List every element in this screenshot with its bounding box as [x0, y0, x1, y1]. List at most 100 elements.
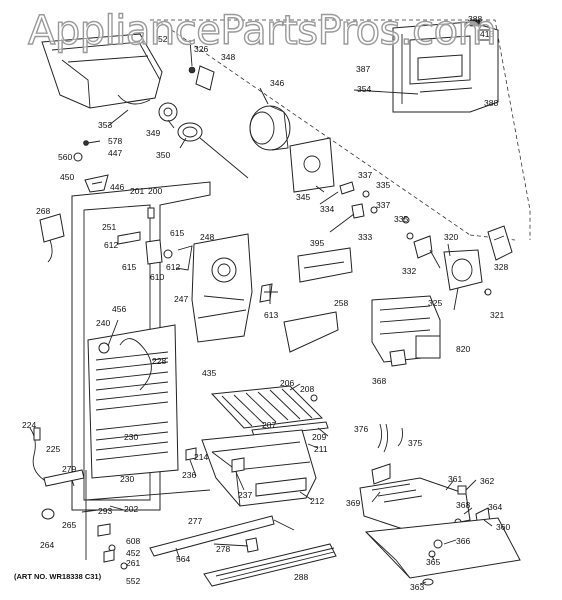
crisper-pan — [185, 429, 317, 507]
part-label-613: 613 — [264, 310, 278, 320]
part-label-335: 335 — [376, 180, 390, 190]
part-label-240: 240 — [96, 318, 110, 328]
part-label-446: 446 — [110, 182, 124, 192]
wire-harness — [377, 423, 403, 453]
part-labels: 5232634838738838841335434635334935057844… — [22, 14, 510, 592]
part-label-230: 230 — [120, 474, 134, 484]
ice-bucket — [41, 33, 163, 109]
part-label-279: 279 — [62, 464, 76, 474]
part-label-225: 225 — [46, 444, 60, 454]
auger-motor — [249, 105, 291, 151]
part-label-612: 612 — [166, 262, 180, 272]
dispenser-door — [392, 19, 499, 113]
part-label-277: 277 — [188, 516, 202, 526]
part-label-228: 228 — [152, 356, 166, 366]
part-label-261: 261 — [126, 558, 140, 568]
part-label-350: 350 — [156, 150, 170, 160]
part-label-363: 363 — [410, 582, 424, 592]
part-label-564: 564 — [176, 554, 190, 564]
part-label-450: 450 — [60, 172, 74, 182]
part-label-230: 230 — [124, 432, 138, 442]
part-label-212: 212 — [310, 496, 324, 506]
ice-maker — [371, 225, 513, 367]
part-label-560: 560 — [58, 152, 72, 162]
part-label-211: 211 — [314, 444, 328, 454]
part-label-387: 387 — [356, 64, 370, 74]
part-label-368: 368 — [456, 500, 470, 510]
part-label-608: 608 — [126, 536, 140, 546]
part-label-206: 206 — [280, 378, 294, 388]
part-label-348: 348 — [221, 52, 235, 62]
part-label-208: 208 — [300, 384, 314, 394]
part-label-369: 369 — [346, 498, 360, 508]
part-label-452: 452 — [126, 548, 140, 558]
part-label-349: 349 — [146, 128, 160, 138]
part-label-368: 368 — [372, 376, 386, 386]
part-label-332: 332 — [402, 266, 416, 276]
part-label-388: 388 — [484, 98, 498, 108]
part-label-337: 337 — [376, 200, 390, 210]
part-label-820: 820 — [456, 344, 470, 354]
small-fasteners — [73, 140, 109, 193]
part-label-337: 337 — [358, 170, 372, 180]
part-label-366: 366 — [456, 536, 470, 546]
wires-left — [29, 213, 65, 481]
part-label-447: 447 — [108, 148, 122, 158]
part-label-328: 328 — [494, 262, 508, 272]
part-label-375: 375 — [408, 438, 422, 448]
part-label-258: 258 — [334, 298, 348, 308]
part-label-364: 364 — [488, 502, 502, 512]
part-label-268: 268 — [36, 206, 50, 216]
part-label-251: 251 — [102, 222, 116, 232]
fan-shroud — [191, 233, 278, 343]
part-label-334: 334 — [320, 204, 334, 214]
auger-parts — [158, 65, 249, 179]
part-label-361: 361 — [448, 474, 462, 484]
part-label-265: 265 — [62, 520, 76, 530]
part-label-224: 224 — [22, 420, 36, 430]
evaporator — [87, 324, 179, 479]
brackets — [117, 207, 193, 271]
part-label-264: 264 — [40, 540, 54, 550]
leader-lines — [71, 39, 493, 585]
part-label-325: 325 — [428, 298, 442, 308]
part-label-321: 321 — [490, 310, 504, 320]
art-number: (ART NO. WR18338 C31) — [14, 572, 102, 581]
watermark: AppliancePartsPros.com — [27, 7, 497, 54]
part-label-335: 335 — [394, 214, 408, 224]
part-label-237: 237 — [238, 490, 252, 500]
part-label-615: 615 — [122, 262, 136, 272]
bottom-rails — [149, 515, 337, 587]
part-label-362: 362 — [480, 476, 494, 486]
part-label-346: 346 — [270, 78, 284, 88]
shelf — [210, 385, 329, 437]
part-label-354: 354 — [357, 84, 371, 94]
part-label-552: 552 — [126, 576, 140, 586]
part-label-395: 395 — [310, 238, 324, 248]
air-panels — [283, 247, 353, 353]
part-label-214: 214 — [194, 452, 208, 462]
part-label-200: 200 — [148, 186, 162, 196]
bottom-plate — [364, 517, 521, 586]
part-label-345: 345 — [296, 192, 310, 202]
part-label-360: 360 — [496, 522, 510, 532]
part-label-209: 209 — [312, 432, 326, 442]
part-label-326: 326 — [194, 44, 208, 54]
part-label-388: 388 — [468, 14, 482, 24]
part-label-320: 320 — [444, 232, 458, 242]
part-label-248: 248 — [200, 232, 214, 242]
part-label-353: 353 — [98, 120, 112, 130]
part-label-247: 247 — [174, 294, 188, 304]
part-label-376: 376 — [354, 424, 368, 434]
part-label-293: 293 — [98, 506, 112, 516]
lower-left-parts — [41, 469, 211, 570]
part-label-615: 615 — [170, 228, 184, 238]
part-label-578: 578 — [108, 136, 122, 146]
part-label-413: 413 — [480, 29, 494, 39]
part-label-365: 365 — [426, 557, 440, 567]
part-label-288: 288 — [294, 572, 308, 582]
part-label-278: 278 — [216, 544, 230, 554]
part-label-610: 610 — [150, 272, 164, 282]
